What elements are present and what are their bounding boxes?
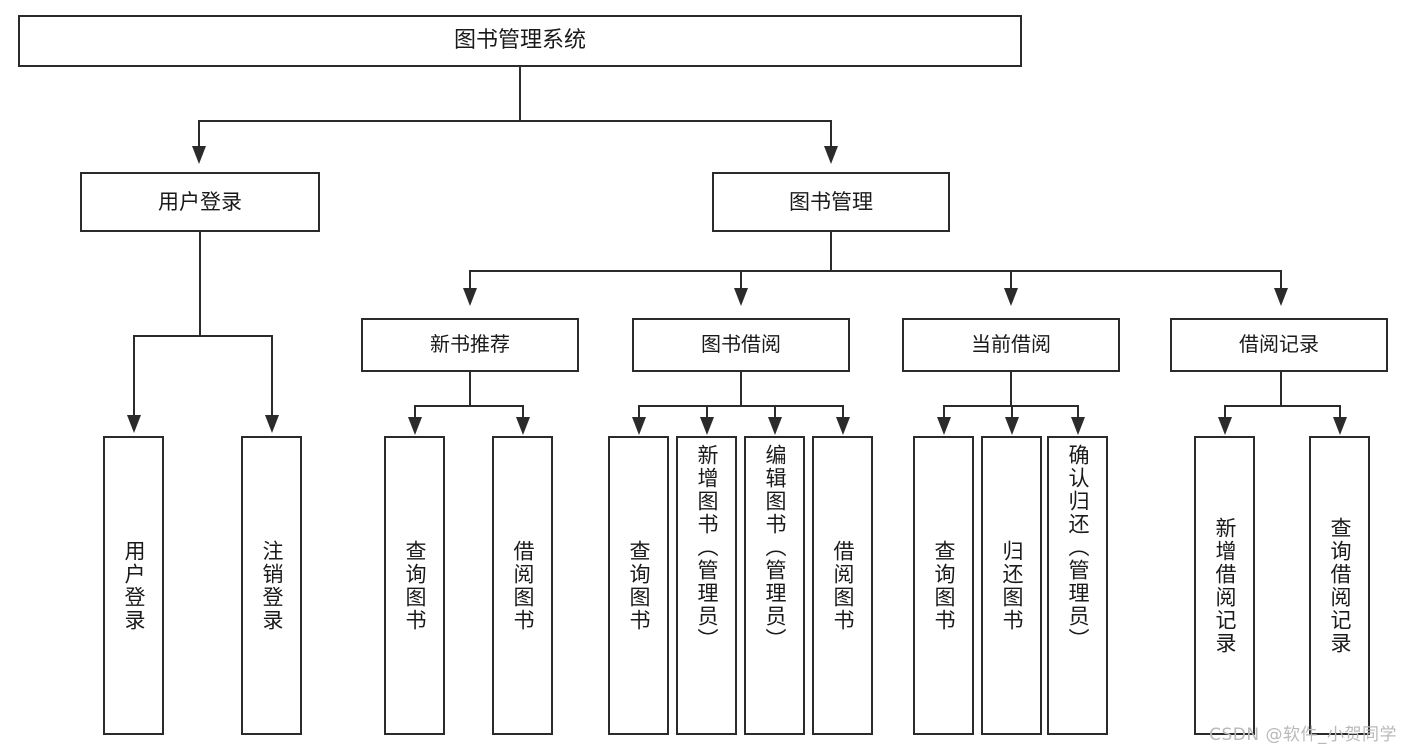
node-label: 查询图书 [403,539,427,632]
node-label: 借阅记录 [1239,332,1319,357]
leaf-book-borrow-add[interactable]: 新增图书（管理员） [676,436,737,735]
leaf-book-borrow-query[interactable]: 查询图书 [608,436,669,735]
node-label: 查询借阅记录 [1328,516,1352,655]
node-label: 新增图书（管理员） [695,444,719,651]
connector-book-borrow-stem [740,372,742,405]
node-label: 借阅图书 [831,539,855,632]
leaf-current-borrow-confirm[interactable]: 确认归还（管理员） [1047,436,1108,735]
leaf-user-login-logout[interactable]: 注销登录 [241,436,302,735]
connector-user-login-stem [199,232,201,335]
connector-drop-leaf-c1 [943,405,945,419]
leaf-book-borrow-borrow[interactable]: 借阅图书 [812,436,873,735]
arrow-leaf-b3 [768,417,782,435]
arrow-book-manage [824,146,838,164]
connector-new-book-stem [469,372,471,405]
leaf-book-borrow-edit[interactable]: 编辑图书（管理员） [744,436,805,735]
node-current-borrow[interactable]: 当前借阅 [902,318,1120,372]
node-book-borrow[interactable]: 图书借阅 [632,318,850,372]
connector-current-borrow-stem [1010,372,1012,405]
connector-user-login-bus [133,335,273,337]
connector-book-borrow-bus [638,405,842,407]
node-label: 归还图书 [1000,539,1024,632]
connector-drop-leaf-r1 [1224,405,1226,419]
node-label: 查询图书 [627,539,651,632]
arrow-leaf-c3 [1071,417,1085,435]
connector-drop-leaf-b3 [774,405,776,419]
node-new-book-recommend[interactable]: 新书推荐 [361,318,579,372]
leaf-borrow-record-query[interactable]: 查询借阅记录 [1309,436,1370,735]
node-root-system[interactable]: 图书管理系统 [18,15,1022,67]
leaf-borrow-record-add[interactable]: 新增借阅记录 [1194,436,1255,735]
arrow-leaf-r2 [1333,417,1347,435]
connector-root-stem [519,67,521,120]
connector-drop-leaf-c2 [1011,405,1013,419]
node-label: 用户登录 [158,189,242,214]
connector-drop-leaf-n2 [522,405,524,419]
node-user-login[interactable]: 用户登录 [80,172,320,232]
connector-drop-book-manage [830,120,832,148]
leaf-new-book-borrow[interactable]: 借阅图书 [492,436,553,735]
arrow-leaf-u2 [265,415,279,433]
node-label: 新书推荐 [430,332,510,357]
connector-root-bus [198,120,832,122]
connector-drop-leaf-b2 [706,405,708,419]
node-label: 图书管理 [789,189,873,214]
connector-borrow-record-stem [1280,372,1282,405]
node-label: 图书借阅 [701,332,781,357]
connector-drop-leaf-b1 [638,405,640,419]
arrow-leaf-n1 [408,417,422,435]
node-book-manage[interactable]: 图书管理 [712,172,950,232]
arrow-leaf-u1 [127,415,141,433]
arrow-current-borrow [1004,288,1018,306]
connector-drop-leaf-u1 [133,335,135,417]
csdn-watermark: CSDN @软件_小贺同学 [1209,725,1397,745]
arrow-leaf-b2 [700,417,714,435]
leaf-current-borrow-return[interactable]: 归还图书 [981,436,1042,735]
arrow-leaf-n2 [516,417,530,435]
arrow-leaf-c2 [1005,417,1019,435]
node-label: 新增借阅记录 [1213,516,1237,655]
connector-book-manage-stem [830,232,832,270]
arrow-user-login [192,146,206,164]
node-label: 当前借阅 [971,332,1051,357]
arrow-leaf-b4 [836,417,850,435]
arrow-borrow-record [1274,288,1288,306]
node-label: 编辑图书（管理员） [763,444,787,651]
leaf-current-borrow-query[interactable]: 查询图书 [913,436,974,735]
connector-drop-user-login [198,120,200,148]
leaf-user-login-login[interactable]: 用户登录 [103,436,164,735]
node-label: 图书管理系统 [453,28,586,54]
connector-drop-leaf-b4 [842,405,844,419]
arrow-leaf-r1 [1218,417,1232,435]
connector-drop-leaf-r2 [1339,405,1341,419]
node-label: 用户登录 [122,539,146,632]
connector-drop-current-borrow [1010,270,1012,290]
connector-drop-leaf-c3 [1077,405,1079,419]
leaf-new-book-query[interactable]: 查询图书 [384,436,445,735]
connector-borrow-record-bus [1224,405,1341,407]
connector-new-book-bus [414,405,524,407]
node-label: 查询图书 [932,539,956,632]
arrow-new-book [463,288,477,306]
arrow-leaf-c1 [937,417,951,435]
arrow-leaf-b1 [632,417,646,435]
connector-drop-book-borrow [740,270,742,290]
connector-drop-leaf-u2 [271,335,273,417]
connector-book-manage-bus [469,270,1280,272]
connector-drop-new-book [469,270,471,290]
connector-drop-leaf-n1 [414,405,416,419]
arrow-book-borrow [734,288,748,306]
node-label: 确认归还（管理员） [1066,444,1090,651]
node-label: 注销登录 [260,539,284,632]
node-borrow-record[interactable]: 借阅记录 [1170,318,1388,372]
node-label: 借阅图书 [511,539,535,632]
connector-drop-borrow-record [1280,270,1282,290]
